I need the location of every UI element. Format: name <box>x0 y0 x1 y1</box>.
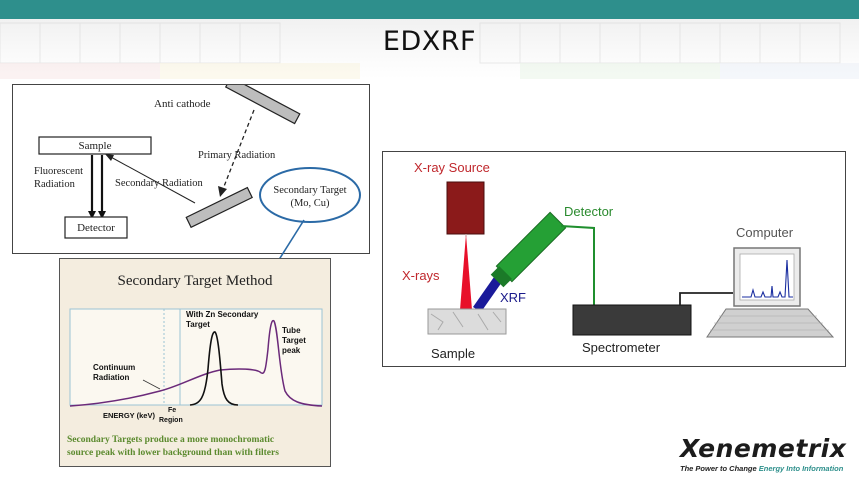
primary-radiation-arrow <box>222 109 255 190</box>
detector-cable <box>560 225 595 308</box>
zn-label-1: With Zn Secondary <box>186 310 259 319</box>
top-accent-bar <box>0 0 859 19</box>
detector-label: Detector <box>564 204 614 219</box>
xenemetrix-logo: Xenemetrix The Power to Change Energy In… <box>680 434 856 476</box>
logo-wordmark: Xenemetrix <box>680 434 847 463</box>
detector-cylinder <box>490 211 567 288</box>
anti-cathode-label: Anti cathode <box>154 98 211 110</box>
secondary-target-bubble <box>259 167 361 223</box>
energy-axis-label: ENERGY (keV) <box>103 411 155 420</box>
fe-label-2: Region <box>159 417 183 424</box>
sample-label: Sample <box>431 346 475 361</box>
fe-label-1: Fe <box>168 407 176 414</box>
page-title: EDXRF <box>382 26 477 57</box>
fluorescent-label-2: Radiation <box>34 179 76 190</box>
secondary-radiation-label: Secondary Radiation <box>115 178 204 189</box>
secondary-target-schematic: Anti cathode Sample Primary Radiation Fl… <box>12 84 370 254</box>
primary-radiation-arrowhead <box>218 186 227 197</box>
xray-beam <box>460 234 472 310</box>
zn-target-peak <box>189 331 239 406</box>
spectrometer-label: Spectrometer <box>582 340 661 355</box>
sample-box <box>38 136 152 155</box>
continuum-pointer <box>142 379 161 390</box>
tube-label-3: peak <box>282 346 301 355</box>
detector-box <box>64 216 128 239</box>
computer-label: Computer <box>736 225 794 240</box>
tube-label-2: Target <box>282 336 306 345</box>
xrf-label: XRF <box>500 290 526 305</box>
zn-label-2: Target <box>186 320 210 329</box>
edxrf-setup-diagram: X-ray Source X-rays XRF Detector Sample … <box>382 151 846 367</box>
continuum-label-1: Continuum <box>93 363 135 372</box>
xray-source-box <box>446 181 485 235</box>
anti-cathode-bar <box>224 85 301 125</box>
secondary-target-label-2: (Mo, Cu) <box>290 198 330 209</box>
continuum-label-2: Radiation <box>93 373 130 382</box>
computer-cable <box>679 292 733 305</box>
periodic-table-watermark <box>0 22 859 79</box>
secondary-radiation-line <box>108 155 196 204</box>
xrays-label: X-rays <box>402 268 440 283</box>
secondary-target-label-1: Secondary Target <box>273 185 346 196</box>
secondary-target-bar <box>185 186 253 229</box>
primary-radiation-label: Primary Radiation <box>198 150 276 161</box>
method-caption-2: source peak with lower background than w… <box>67 448 279 458</box>
header-band <box>0 19 859 79</box>
sample-label: Sample <box>79 140 112 152</box>
sample-block <box>427 308 507 335</box>
xray-source-label: X-ray Source <box>414 160 490 175</box>
spectrometer-box <box>572 304 692 336</box>
logo-tagline: The Power to Change Energy Into Informat… <box>680 464 844 473</box>
tube-label-1: Tube <box>282 326 301 335</box>
method-caption-1: Secondary Targets produce a more monochr… <box>67 435 274 445</box>
fluorescent-label-1: Fluorescent <box>34 166 83 177</box>
detector-label: Detector <box>77 222 115 234</box>
secondary-target-method-panel: Secondary Target Method With Zn Secondar… <box>59 258 331 467</box>
method-title: Secondary Target Method <box>117 273 273 289</box>
computer-spectrum <box>742 259 793 298</box>
tube-spectrum-curve <box>69 319 323 407</box>
